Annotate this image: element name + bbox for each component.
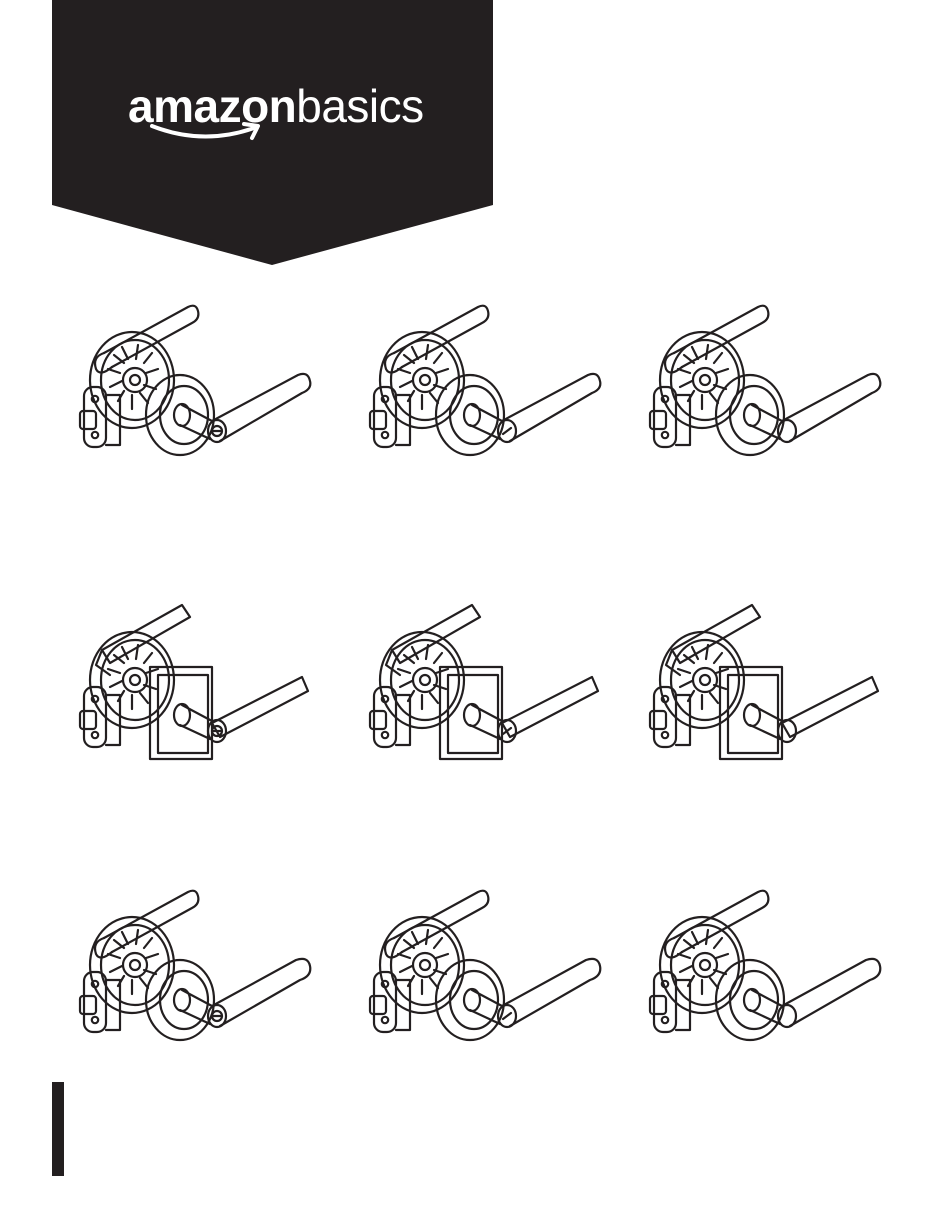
lever-lock-square-privacy-illustration (352, 595, 602, 775)
lever-lock-drawing (62, 880, 312, 1060)
lever-lock-round-keyed-entry-illustration (62, 295, 312, 475)
lever-lock-drawing (632, 880, 882, 1060)
lever-lock-round-keyed-entry-illustration (62, 880, 312, 1060)
lever-lock-round-passage-illustration (632, 295, 882, 475)
lever-lock-drawing (632, 595, 882, 775)
side-accent-bar (52, 1082, 64, 1176)
lever-lock-drawing (62, 295, 312, 475)
lever-lock-drawing (352, 295, 602, 475)
lever-lock-drawing (632, 295, 882, 475)
lever-lock-square-keyed-entry-illustration (62, 595, 312, 775)
lever-lock-drawing (352, 880, 602, 1060)
lever-lock-round-passage-illustration (632, 880, 882, 1060)
lever-lock-round-privacy-illustration (352, 295, 602, 475)
lever-lock-round-privacy-illustration (352, 880, 602, 1060)
lever-lock-drawing (352, 595, 602, 775)
lever-lock-drawing (62, 595, 312, 775)
lever-lock-square-passage-illustration (632, 595, 882, 775)
